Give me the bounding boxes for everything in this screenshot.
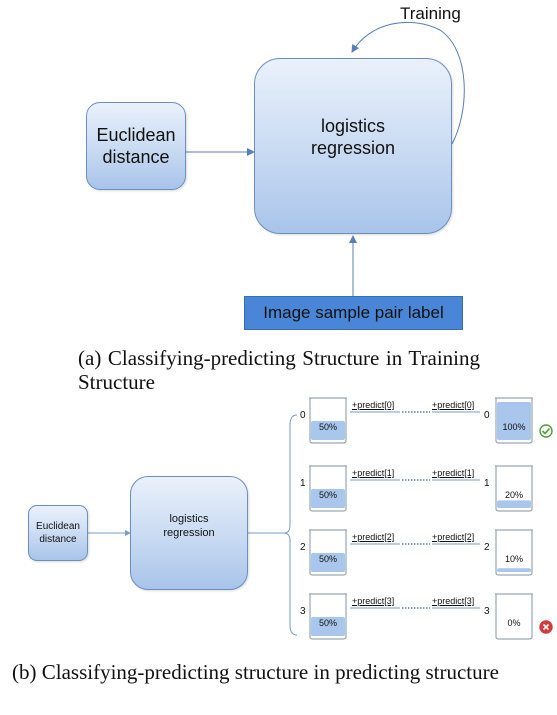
right-beaker: 20% [494,464,534,512]
sample-label: Image sample pair label [263,303,444,322]
beaker-glass [495,465,533,512]
predict-label-left: +predict[3] [352,596,395,606]
right-beaker: 100% [494,396,534,444]
beaker-liquid [311,489,345,508]
right-index: 1 [484,478,490,489]
predict-label-right: +predict[1] [432,468,475,478]
row-index: 2 [300,542,306,553]
beaker-liquid [497,568,531,572]
predict-label-left: +predict[1] [352,468,395,478]
training-loop-arrow [351,21,465,145]
beaker-liquid [311,553,345,572]
beaker-liquid [497,402,531,440]
beaker-liquid [311,421,345,440]
training-label: Training [400,4,461,23]
euclidean-distance-box-a: Euclidean distance [86,102,186,190]
predict-label-right: +predict[2] [432,532,475,542]
right-beaker: 0% [494,592,534,640]
beaker-glass [495,529,533,576]
right-index: 0 [484,410,490,421]
caption-b: (b) Classifying-predicting structure in … [12,660,499,684]
euclidean-distance-box-b: Euclidean distance [28,505,88,561]
right-index: 3 [484,606,490,617]
beaker-percent: 50% [318,554,337,564]
image-sample-pair-label-box: Image sample pair label [244,296,463,330]
beaker-glass [309,593,347,640]
branch-brace [283,414,298,636]
left-beaker: 50% [308,592,348,640]
beaker-glass [309,465,347,512]
left-beaker: 50% [308,464,348,512]
predict-label-left: +predict[0] [352,400,395,410]
beaker-percent: 50% [318,422,337,432]
beaker-percent: 50% [318,618,337,628]
right-beaker: 10% [494,528,534,576]
euclidean-label-a: Euclidean distance [96,125,176,167]
logistics-regression-box-b: logistics regression [130,476,248,590]
check-icon [539,424,553,438]
euclidean-label-b: Euclidean distance [36,521,80,545]
right-index: 2 [484,542,490,553]
regression-label-b: logistics regression [163,513,215,539]
beaker-glass [309,529,347,576]
row-index: 0 [300,410,306,421]
cross-icon [539,620,553,634]
left-beaker: 50% [308,528,348,576]
predict-label-left: +predict[2] [352,532,395,542]
beaker-percent: 100% [502,422,526,432]
predict-label-right: +predict[3] [432,596,475,606]
beaker-glass [309,397,347,444]
beaker-percent: 10% [504,554,523,564]
left-beaker: 50% [308,396,348,444]
logistics-regression-box-a: logistics regression [254,58,452,234]
row-index: 3 [300,606,306,617]
regression-label-a: logistics regression [310,116,396,158]
beaker-percent: 20% [504,490,523,500]
predict-label-right: +predict[0] [432,400,475,410]
beaker-glass [495,397,533,444]
beaker-liquid [311,617,345,636]
row-index: 1 [300,478,306,489]
beaker-percent: 0% [507,618,521,628]
beaker-liquid [497,500,531,508]
beaker-glass [495,593,533,640]
caption-a: (a) Classifying-predicting Structure in … [78,346,480,394]
beaker-percent: 50% [318,490,337,500]
